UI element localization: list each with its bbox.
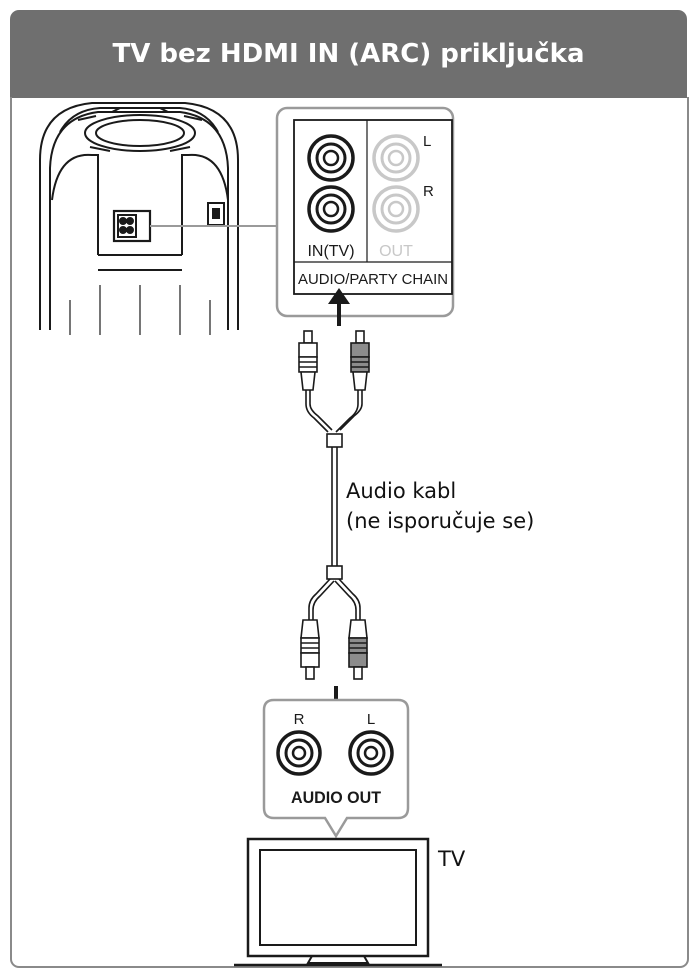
speaker-label-section: AUDIO/PARTY CHAIN — [298, 271, 448, 288]
cable-caption-line2: (ne isporučuje se) — [346, 509, 534, 533]
audio-out-jack-r — [276, 730, 322, 776]
top-plug-dark — [350, 330, 370, 391]
top-plug-white — [298, 330, 318, 391]
in-tv-jack-r — [307, 185, 355, 233]
page-title: TV bez HDMI IN (ARC) priključka — [112, 39, 585, 69]
speaker-label-r: R — [423, 183, 434, 200]
arrow-up-icon — [328, 288, 350, 326]
bottom-plug-white — [300, 619, 320, 680]
out-jack-r — [372, 185, 420, 233]
tv-jack-panel: R L AUDIO OUT — [262, 698, 410, 839]
tv-label-l: L — [367, 711, 375, 728]
speaker-jack-panel: L R IN(TV) OUT AUDIO/PARTY CHAIN — [275, 106, 455, 318]
cable-caption-line1: Audio kabl — [346, 479, 456, 503]
in-tv-jack-l — [307, 134, 355, 182]
tv-label-section: AUDIO OUT — [291, 788, 382, 807]
out-jack-l — [372, 134, 420, 182]
speaker-label-in: IN(TV) — [307, 243, 354, 260]
audio-cable — [298, 330, 370, 680]
tv-label-r: R — [294, 711, 305, 728]
panel-border — [10, 97, 689, 968]
speaker-label-out: OUT — [379, 243, 413, 260]
tv-label: TV — [437, 847, 466, 871]
tv-icon — [234, 837, 442, 967]
speaker-label-l: L — [423, 133, 431, 150]
bottom-plug-dark — [348, 619, 368, 680]
speaker-illustration — [39, 102, 285, 335]
audio-out-jack-l — [348, 730, 394, 776]
header-bar: TV bez HDMI IN (ARC) priključka — [10, 10, 687, 98]
